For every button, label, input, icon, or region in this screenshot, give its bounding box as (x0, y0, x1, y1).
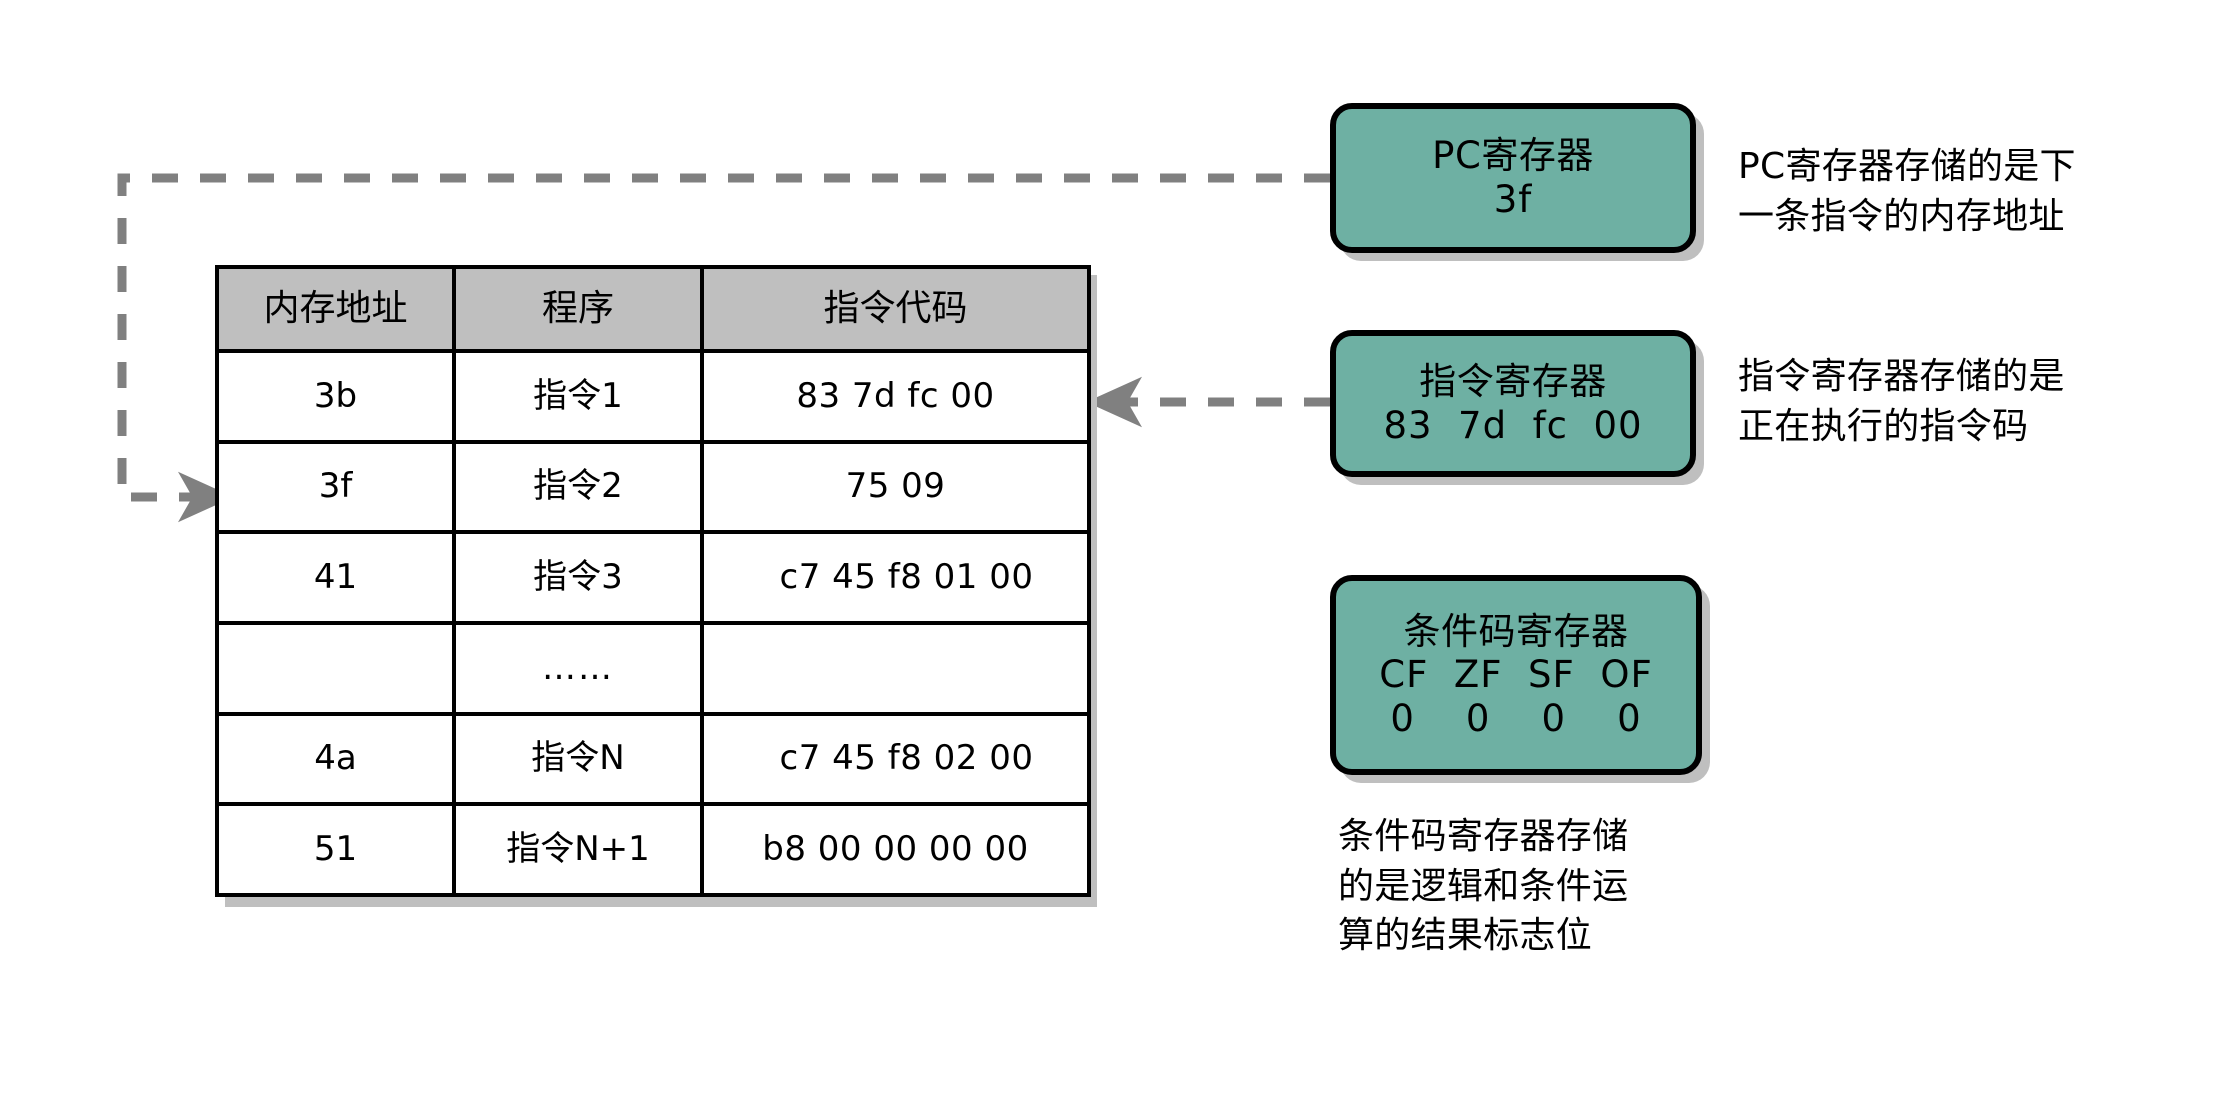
table-row: …… (215, 620, 1091, 716)
memory-table-container: 内存地址 程序 指令代码 3b 指令1 83 7d fc 00 3f 指令2 7… (215, 265, 1097, 907)
table-row: 51 指令N+1 b8 00 00 00 00 (215, 802, 1091, 897)
cell-address-3f: 3f (215, 439, 456, 535)
cell-address-blank (215, 620, 456, 716)
cell-address-41: 41 (215, 530, 456, 625)
pc-register-box: PC寄存器 3f (1330, 103, 1696, 253)
cell-code-blank (700, 620, 1091, 716)
cell-code-51: b8 00 00 00 00 (700, 802, 1091, 897)
cell-program-n1: 指令N+1 (452, 802, 704, 897)
cell-program-n: 指令N (452, 711, 704, 807)
flags-register-flag-values: 0 0 0 0 (1390, 696, 1642, 740)
cell-code-3b: 83 7d fc 00 (700, 349, 1091, 444)
column-header-address: 内存地址 (215, 265, 456, 353)
column-header-program: 程序 (452, 265, 704, 353)
memory-table: 内存地址 程序 指令代码 3b 指令1 83 7d fc 00 3f 指令2 7… (215, 265, 1091, 897)
pc-register-value: 3f (1493, 178, 1533, 221)
note-instruction-register: 指令寄存器存储的是 正在执行的指令码 (1738, 356, 2065, 447)
table-row: 4a 指令N c7 45 f8 02 00 (215, 711, 1091, 807)
instruction-register-box: 指令寄存器 83 7d fc 00 (1330, 330, 1696, 477)
instruction-register-value: 83 7d fc 00 (1383, 403, 1643, 447)
memory-table-header-row: 内存地址 程序 指令代码 (215, 265, 1091, 353)
table-row: 3b 指令1 83 7d fc 00 (215, 349, 1091, 444)
flags-register-title: 条件码寄存器 (1403, 609, 1629, 653)
instruction-register-title: 指令寄存器 (1419, 359, 1607, 403)
pc-register-title: PC寄存器 (1432, 134, 1594, 178)
cell-code-3f: 75 09 (700, 439, 1091, 535)
cell-code-41: c7 45 f8 01 00 (700, 530, 1091, 625)
table-row: 41 指令3 c7 45 f8 01 00 (215, 530, 1091, 625)
cell-program-2: 指令2 (452, 439, 704, 535)
note-flags-register: 条件码寄存器存储 的是逻辑和条件运 算的结果标志位 (1338, 816, 1629, 957)
cell-program-3: 指令3 (452, 530, 704, 625)
column-header-code: 指令代码 (700, 265, 1091, 353)
cell-address-51: 51 (215, 802, 456, 897)
note-pc-register: PC寄存器存储的是下 一条指令的内存地址 (1738, 146, 2076, 237)
cell-code-4a: c7 45 f8 02 00 (700, 711, 1091, 807)
flags-register-flag-names: CF ZF SF OF (1379, 653, 1653, 697)
table-row: 3f 指令2 75 09 (215, 439, 1091, 535)
cell-program-ellipsis: …… (452, 620, 704, 716)
cell-program-1: 指令1 (452, 349, 704, 444)
cell-address-4a: 4a (215, 711, 456, 807)
flags-register-box: 条件码寄存器 CF ZF SF OF 0 0 0 0 (1330, 575, 1702, 775)
cell-address-3b: 3b (215, 349, 456, 444)
